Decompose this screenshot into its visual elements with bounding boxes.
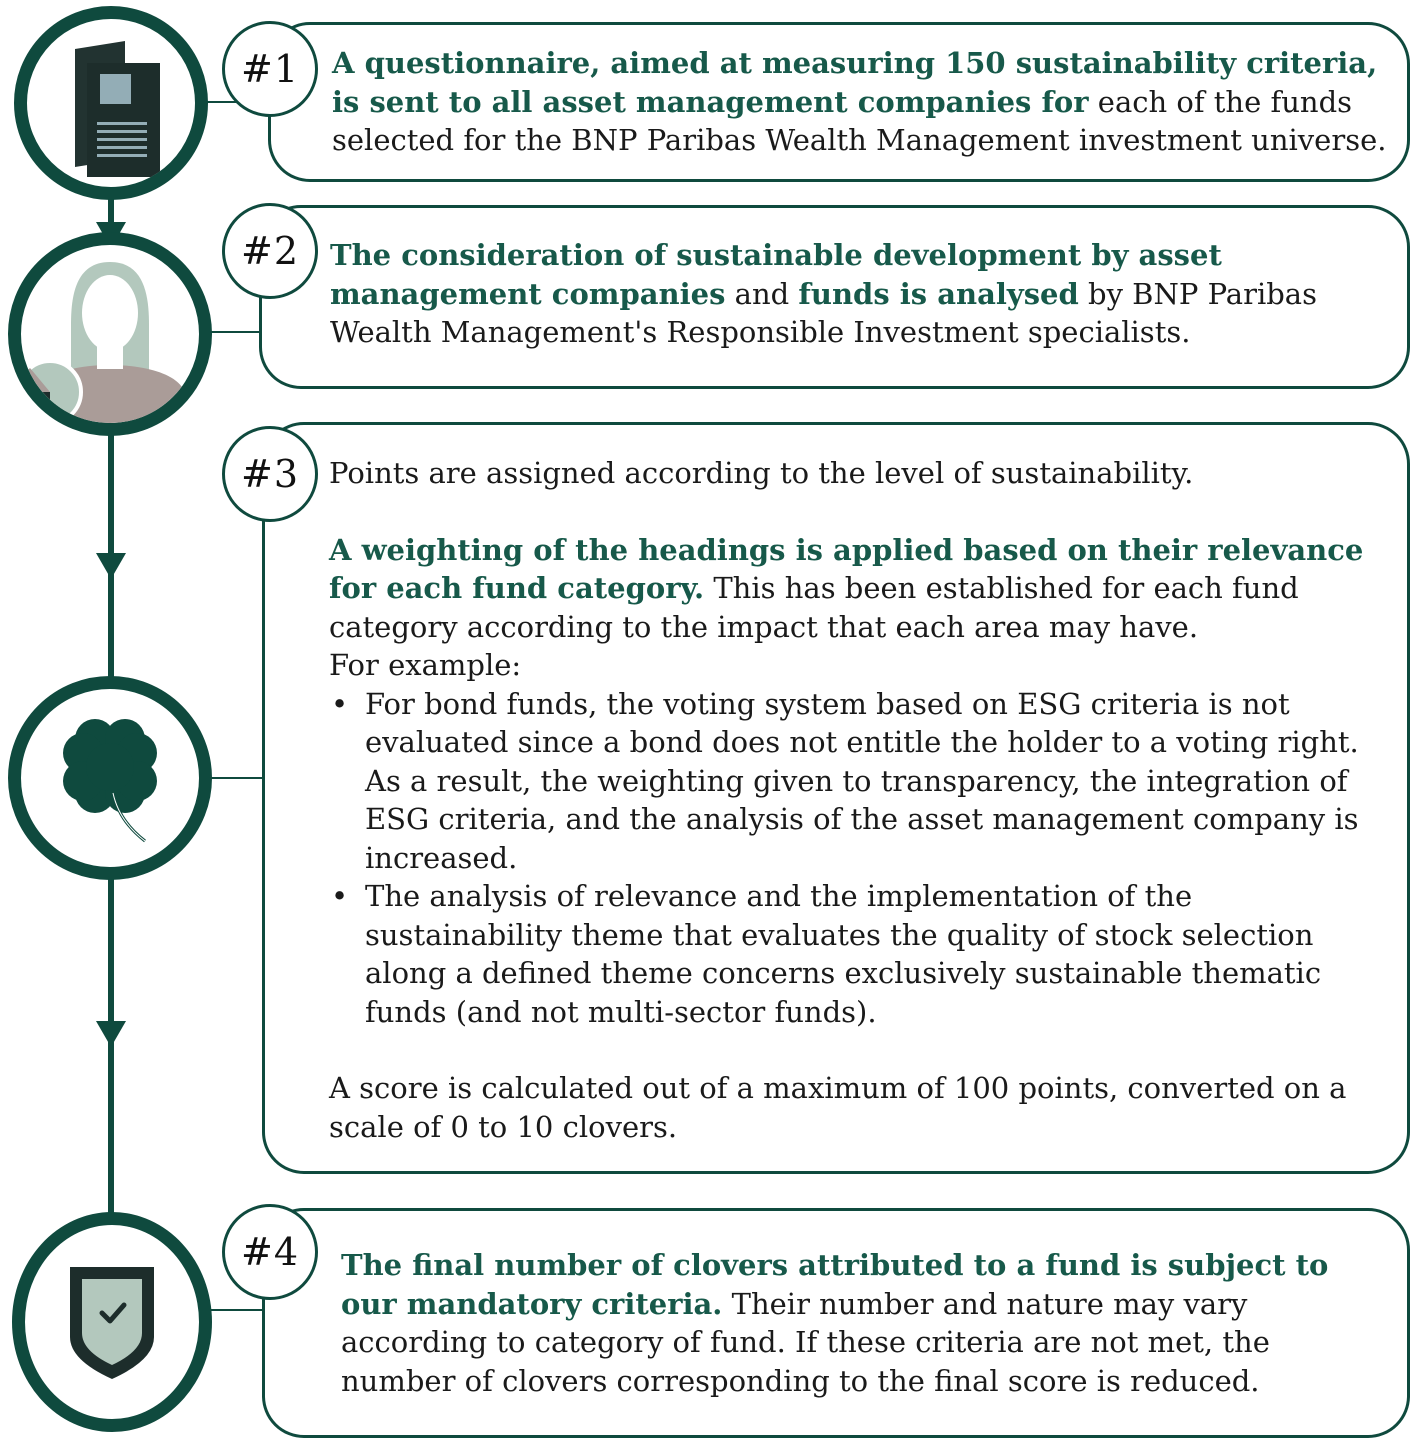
step-3-icon-circle bbox=[8, 676, 212, 880]
clover-icon bbox=[63, 719, 157, 843]
step-2-highlight-1: The consideration of sustainable develop… bbox=[330, 238, 1222, 311]
step-3-bullet-list: For bond funds, the voting system based … bbox=[329, 685, 1389, 1032]
step-3-example-label: For example: bbox=[329, 648, 522, 682]
step-4-text: The final number of clovers attributed t… bbox=[341, 1246, 1381, 1400]
connector-2 bbox=[205, 331, 263, 333]
step-3-text: Points are assigned according to the lev… bbox=[329, 454, 1389, 1146]
step-1-number: #1 bbox=[222, 21, 318, 117]
shield-check-icon bbox=[70, 1267, 154, 1379]
step-4-box bbox=[262, 1208, 1410, 1438]
step-4-highlight: The final number of clovers attributed t… bbox=[341, 1248, 1329, 1321]
step-2-icon-circle bbox=[8, 232, 212, 436]
step-2-body-2: by BNP Paribas Wealth Management's Respo… bbox=[330, 276, 1317, 350]
step-2-body-1: and bbox=[725, 276, 799, 311]
step-3-number: #3 bbox=[222, 426, 318, 522]
step-2-number: #2 bbox=[222, 203, 318, 299]
step-3-closing: A score is calculated out of a maximum o… bbox=[329, 1071, 1347, 1144]
step-1-highlight: A questionnaire, aimed at measuring 150 … bbox=[332, 46, 1378, 119]
step-1-box bbox=[268, 22, 1410, 182]
step-3-bullet-2: The analysis of relevance and the implem… bbox=[331, 877, 1389, 1031]
step-4-icon-circle bbox=[12, 1212, 212, 1432]
step-3-highlight: A weighting of the headings is applied b… bbox=[329, 532, 1364, 606]
step-3-bullet-1: For bond funds, the voting system based … bbox=[331, 685, 1389, 878]
step-3-body: This has been established for each fund … bbox=[329, 571, 1299, 644]
step-2-text: The consideration of sustainable develop… bbox=[330, 236, 1390, 352]
person-analyst-icon bbox=[21, 262, 185, 423]
step-3-weighting-paragraph: A weighting of the headings is applied b… bbox=[329, 531, 1389, 647]
step-1-text: A questionnaire, aimed at measuring 150 … bbox=[332, 44, 1402, 160]
step-3-intro: Points are assigned according to the lev… bbox=[329, 456, 1194, 490]
document-icon bbox=[75, 41, 160, 177]
step-4-body: Their number and nature may vary accordi… bbox=[341, 1286, 1270, 1398]
connector-3 bbox=[205, 777, 265, 779]
step-1-body: each of the funds selected for the BNP P… bbox=[332, 84, 1387, 158]
step-2-highlight-2: funds is analysed bbox=[798, 276, 1079, 311]
arrow-down-icon bbox=[96, 1021, 126, 1047]
connector-4 bbox=[205, 1309, 265, 1311]
step-4-number: #4 bbox=[222, 1204, 318, 1300]
step-2-box bbox=[259, 205, 1410, 389]
arrow-down-icon bbox=[96, 553, 126, 579]
step-1-icon-circle bbox=[14, 6, 208, 200]
